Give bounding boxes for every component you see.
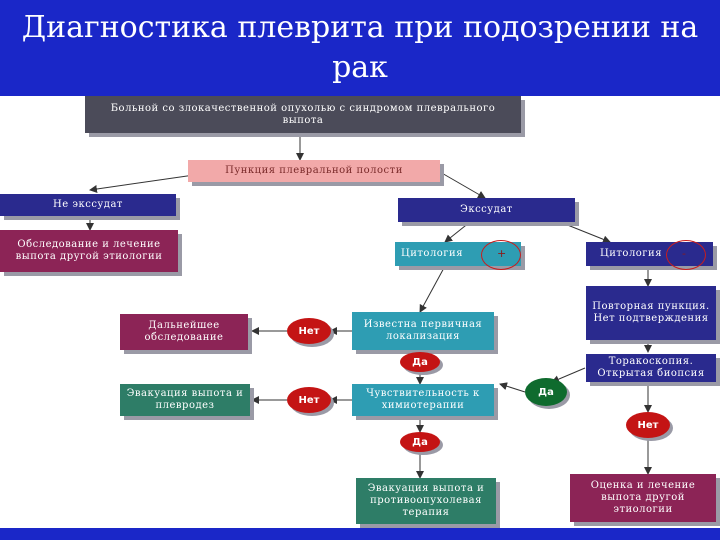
arrow-exudate-to-cytology-neg xyxy=(559,221,611,244)
slide-title: Диагностика плеврита при подозрении на р… xyxy=(21,10,699,85)
title-bar xyxy=(0,0,720,96)
thoracoscopy-box: Торакоскопия. Открытая биопсия xyxy=(586,354,716,382)
examination-box: Обследование и лечение выпота другой эти… xyxy=(0,230,178,272)
evacuation-pleurodesis-box: Эвакуация выпота и плевродез xyxy=(120,384,250,416)
patient-box: Больной со злокачественной опухолью с си… xyxy=(85,96,521,133)
sensitivity-box: Чувствительность к химиотерапии xyxy=(352,384,494,416)
minus-sign: - xyxy=(682,247,686,260)
yes-oval-sensitivity: Да xyxy=(400,432,440,452)
localization-box: Известна первичная локализация xyxy=(352,312,494,350)
yes-oval-thoracoscopy: Да xyxy=(525,378,567,406)
no-oval-localization: Нет xyxy=(287,318,331,344)
puncture-box: Пункция плевральной полости xyxy=(188,160,440,182)
arrow-puncture-to-exudate xyxy=(439,171,486,199)
negative-marker-circle xyxy=(666,240,706,270)
arrow-exudate-to-cytology-pos xyxy=(444,221,471,243)
repeat-puncture-box: Повторная пункция. Нет подтверждения xyxy=(586,286,716,340)
plus-sign: + xyxy=(497,247,507,260)
further-exam-box: Дальнейшее обследование xyxy=(120,314,248,350)
positive-marker-circle xyxy=(481,240,521,270)
exudate-box: Экссудат xyxy=(398,198,575,222)
arrow-yes-to-localization xyxy=(499,382,526,393)
bottom-bar xyxy=(0,528,720,540)
no-oval-sensitivity: Нет xyxy=(287,387,331,413)
evacuation-therapy-box: Эвакуация выпота и противоопухолевая тер… xyxy=(356,478,496,524)
assessment-box: Оценка и лечение выпота другой этиологии xyxy=(570,474,716,522)
no-oval-thoracoscopy: Нет xyxy=(626,412,670,438)
arrow-cytology-to-localization xyxy=(419,265,446,313)
not-exudate-box: Не экссудат xyxy=(0,194,176,216)
yes-oval-localization: Да xyxy=(400,352,440,372)
